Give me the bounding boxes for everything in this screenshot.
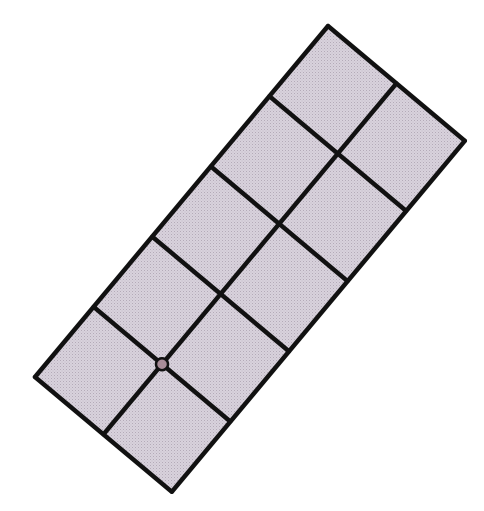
grid-line-along — [101, 81, 399, 437]
markers-layer — [154, 356, 170, 372]
outer-edge-long — [169, 138, 468, 495]
vertex-marker — [154, 356, 170, 372]
outer-edge-long — [32, 23, 331, 380]
grid-lines-layer — [32, 23, 468, 495]
